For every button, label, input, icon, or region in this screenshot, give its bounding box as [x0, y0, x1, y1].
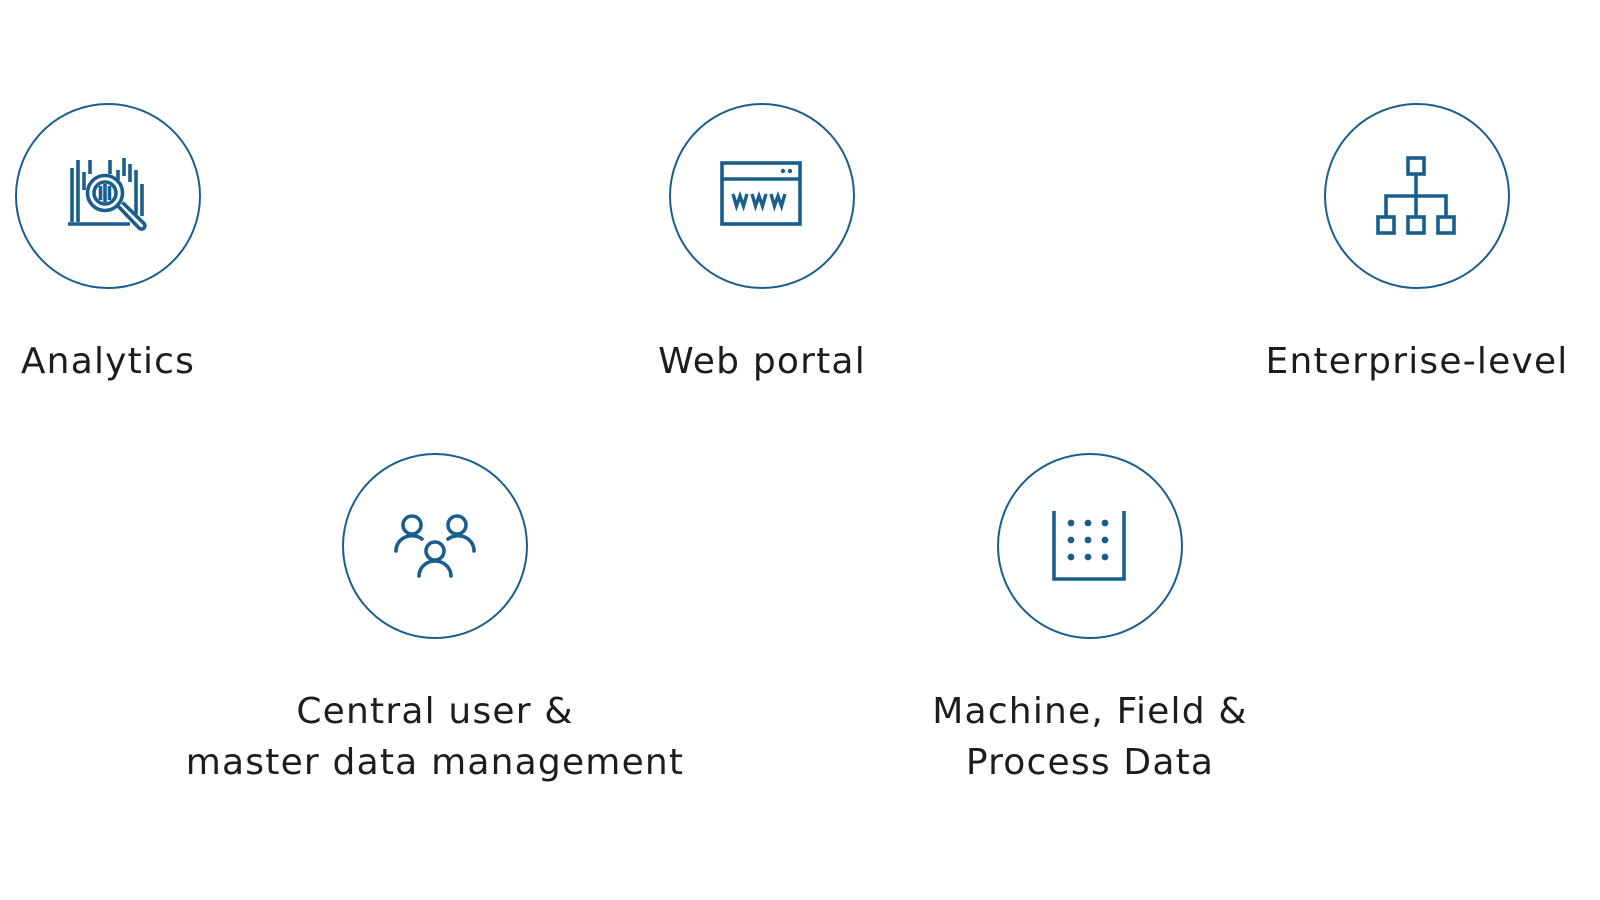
user-group-icon [394, 514, 476, 578]
central-user-label: Central user & master data management [186, 686, 684, 788]
web-portal-icon-circle [669, 103, 855, 289]
barcode-magnifier-icon [68, 158, 147, 231]
machine-data-icon-circle [997, 453, 1183, 639]
org-chart-hierarchy-icon [1376, 156, 1456, 235]
central-user-label-line1: Central user & [296, 691, 574, 732]
enterprise-icon-circle [1324, 103, 1510, 289]
dot-grid-tray-icon [1052, 511, 1126, 581]
analytics-label: Analytics [20, 341, 196, 382]
central-user-icon-circle [342, 453, 528, 639]
web-portal-label: Web portal [658, 341, 866, 382]
machine-data-label-line1: Machine, Field & [932, 691, 1248, 732]
machine-data-label-line2: Process Data [965, 742, 1215, 783]
www-browser-window-icon [720, 161, 802, 226]
enterprise-level-label: Enterprise-level [1265, 341, 1569, 382]
machine-data-label: Machine, Field & Process Data [932, 686, 1247, 788]
analytics-icon-circle [15, 103, 201, 289]
central-user-label-line2: master data management [185, 742, 685, 783]
